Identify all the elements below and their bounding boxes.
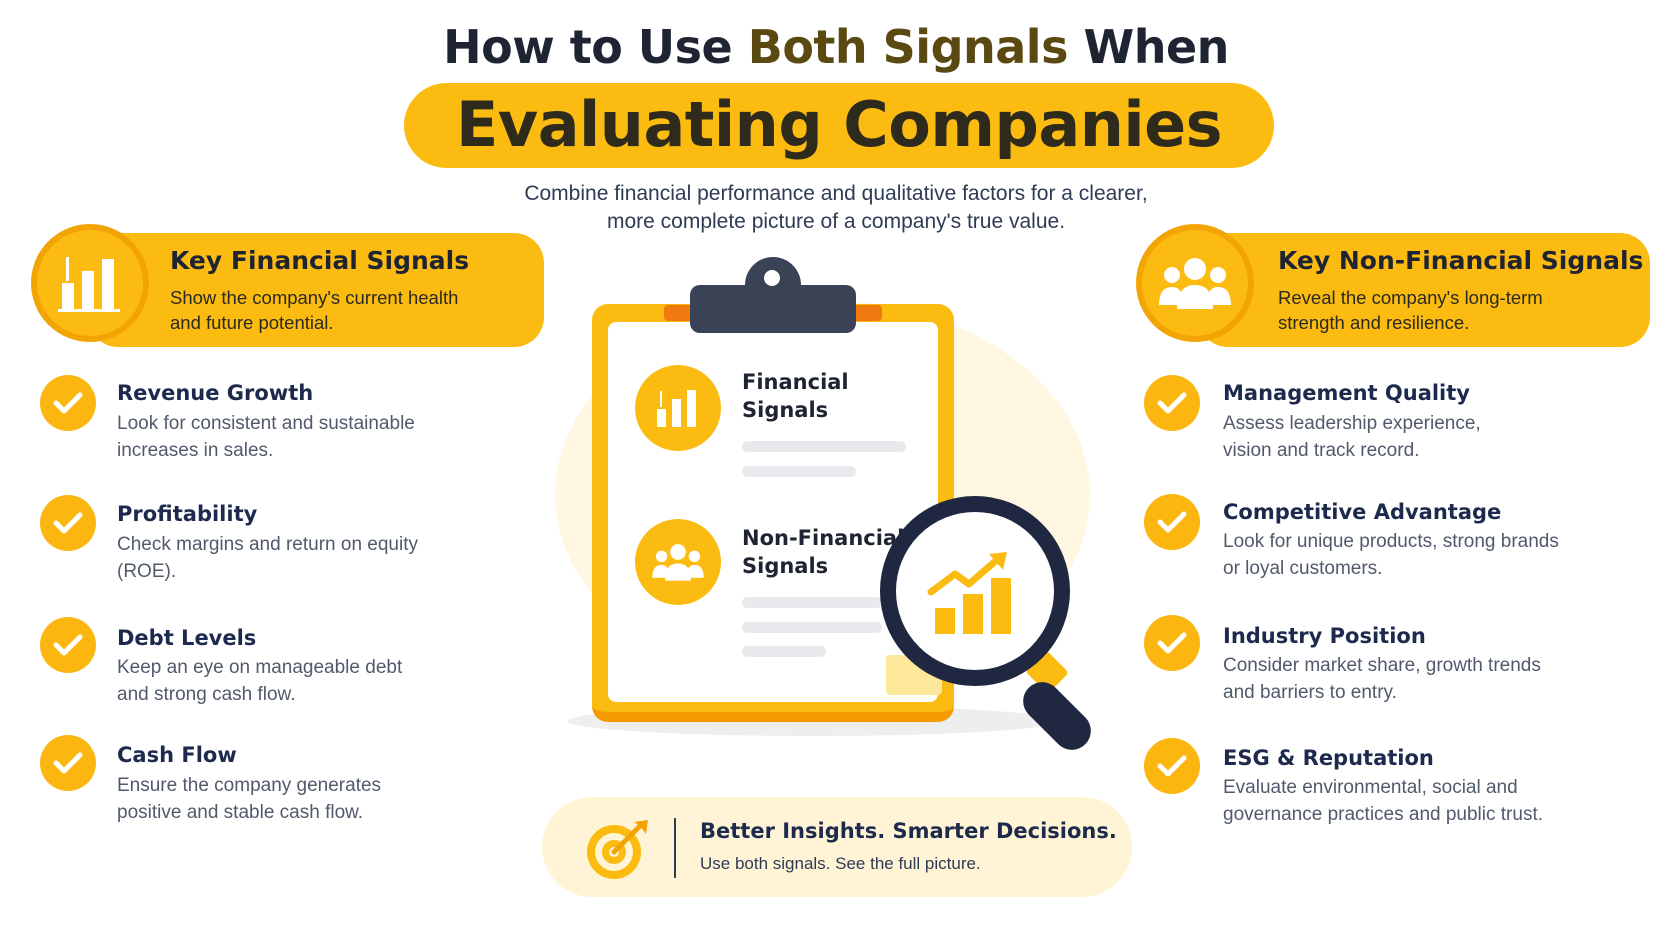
financial-signals-banner <box>88 233 544 347</box>
left-item-desc: Check margins and return on equity (ROE)… <box>117 531 497 585</box>
bar-chart-icon <box>31 224 149 342</box>
left-item-desc-line2: positive and stable cash flow. <box>117 802 364 823</box>
left-item-desc: Keep an eye on manageable debt and stron… <box>117 654 497 708</box>
right-item-desc-line2: governance practices and public trust. <box>1223 804 1544 825</box>
left-item-desc-line1: Check margins and return on equity <box>117 534 418 555</box>
people-group-icon <box>635 519 721 605</box>
left-item-title: Cash Flow <box>117 743 237 767</box>
callout-divider <box>674 818 676 878</box>
callout-title: Better Insights. Smarter Decisions. <box>700 819 1117 843</box>
left-item-desc: Ensure the company generates positive an… <box>117 772 497 826</box>
right-item-desc-line1: Evaluate environmental, social and <box>1223 777 1518 798</box>
bar-chart-icon <box>635 365 721 451</box>
financial-desc-line1: Show the company's current health <box>170 287 459 308</box>
placeholder-line <box>742 441 906 452</box>
placeholder-line <box>742 622 882 633</box>
subtitle-line1: Combine financial performance and qualit… <box>524 182 1148 205</box>
people-group-icon <box>1136 224 1254 342</box>
check-icon <box>40 495 96 551</box>
right-item-desc-line2: or loyal customers. <box>1223 558 1383 579</box>
clipboard-clip-hole <box>764 270 780 286</box>
right-item-desc: Assess leadership experience, vision and… <box>1223 410 1643 464</box>
left-item-title: Profitability <box>117 502 258 526</box>
title-part2: When <box>1067 20 1229 74</box>
right-item-title: ESG & Reputation <box>1223 746 1434 770</box>
card-financial-label-line2: Signals <box>742 398 829 422</box>
right-item-desc-line1: Consider market share, growth trends <box>1223 655 1541 676</box>
check-icon <box>1144 738 1200 794</box>
title-part1: How to Use <box>443 20 748 74</box>
title-accent: Both Signals <box>747 20 1069 74</box>
left-item-desc-line1: Ensure the company generates <box>117 775 382 796</box>
financial-signals-desc: Show the company's current health and fu… <box>170 285 530 335</box>
non-financial-signals-banner <box>1198 233 1650 347</box>
right-item-desc-line1: Look for unique products, strong brands <box>1223 531 1559 552</box>
right-item-desc: Look for unique products, strong brands … <box>1223 528 1643 582</box>
non-financial-signals-title: Key Non-Financial Signals <box>1278 246 1644 275</box>
callout-desc: Use both signals. See the full picture. <box>700 854 981 873</box>
left-item-desc-line1: Look for consistent and sustainable <box>117 413 415 434</box>
right-item-desc-line2: and barriers to entry. <box>1223 682 1397 703</box>
page-title-line1: How to Use Both Signals When <box>0 20 1672 74</box>
placeholder-line <box>742 597 882 608</box>
left-item-title: Revenue Growth <box>117 381 314 405</box>
subtitle-line2: more complete picture of a company's tru… <box>606 210 1066 233</box>
page-subtitle: Combine financial performance and qualit… <box>436 180 1236 236</box>
left-item-desc-line2: and strong cash flow. <box>117 684 296 705</box>
non-financial-desc-line1: Reveal the company's long-term <box>1278 287 1543 308</box>
left-item-desc-line1: Keep an eye on manageable debt <box>117 657 403 678</box>
card-non-financial-label-line1: Non-Financial <box>742 526 905 550</box>
right-item-title: Management Quality <box>1223 381 1470 405</box>
left-item-desc-line2: (ROE). <box>117 561 177 582</box>
card-non-financial-label: Non-Financial Signals <box>742 524 904 580</box>
page-title-line2: Evaluating Companies <box>455 88 1223 161</box>
right-item-desc-line2: vision and track record. <box>1223 440 1420 461</box>
right-item-desc: Evaluate environmental, social and gover… <box>1223 774 1643 828</box>
card-non-financial-label-line2: Signals <box>742 554 829 578</box>
right-item-desc-line1: Assess leadership experience, <box>1223 413 1481 434</box>
left-item-title: Debt Levels <box>117 626 257 650</box>
check-icon <box>1144 615 1200 671</box>
check-icon <box>40 375 96 431</box>
right-item-title: Competitive Advantage <box>1223 500 1502 524</box>
non-financial-signals-desc: Reveal the company's long-term strength … <box>1278 285 1638 335</box>
check-icon <box>1144 494 1200 550</box>
placeholder-line <box>742 646 826 657</box>
magnifier-growth-chart-icon <box>880 496 1070 686</box>
left-item-desc-line2: increases in sales. <box>117 440 274 461</box>
check-icon <box>40 735 96 791</box>
card-financial-label: Financial Signals <box>742 368 849 424</box>
financial-signals-title: Key Financial Signals <box>170 246 470 275</box>
check-icon <box>40 617 96 673</box>
target-icon <box>584 818 652 887</box>
right-item-title: Industry Position <box>1223 624 1426 648</box>
title-pill <box>404 83 1274 168</box>
card-financial-label-line1: Financial <box>742 370 849 394</box>
placeholder-line <box>742 466 856 477</box>
financial-desc-line2: and future potential. <box>170 312 334 333</box>
left-item-desc: Look for consistent and sustainable incr… <box>117 410 497 464</box>
non-financial-desc-line2: strength and resilience. <box>1278 312 1470 333</box>
check-icon <box>1144 375 1200 431</box>
right-item-desc: Consider market share, growth trends and… <box>1223 652 1643 706</box>
